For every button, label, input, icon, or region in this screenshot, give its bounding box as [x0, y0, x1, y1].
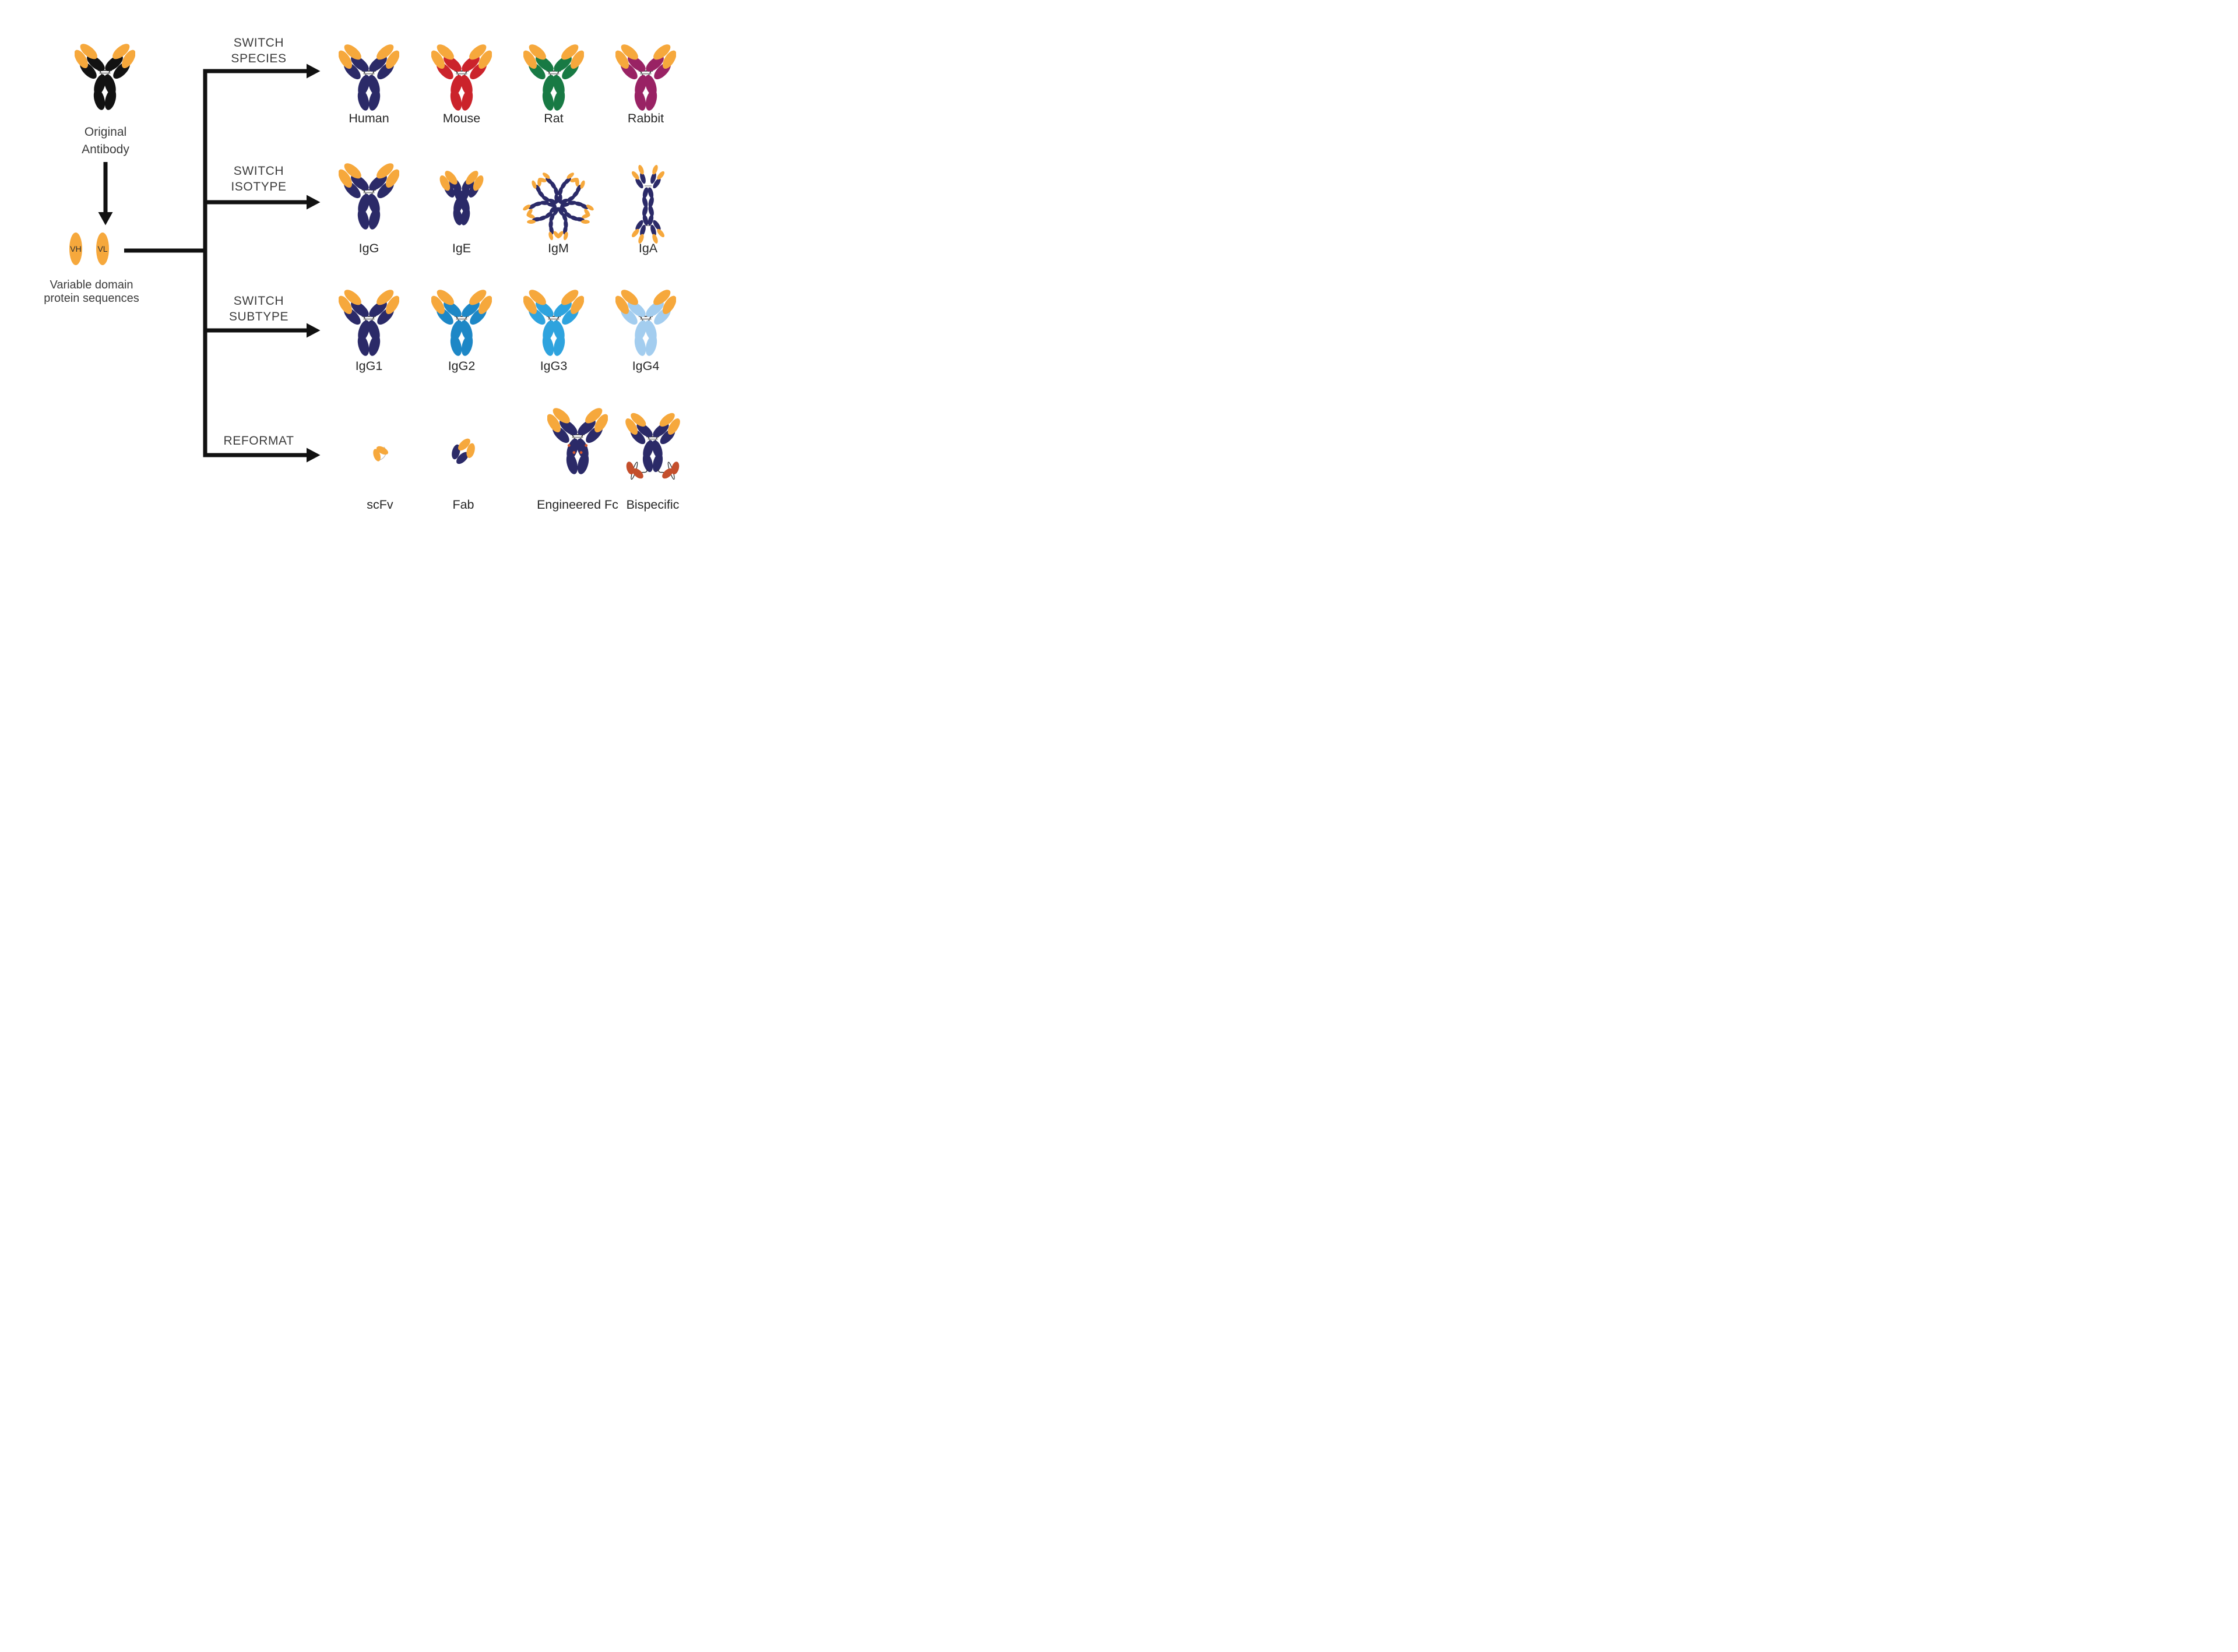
branch-label-line: SWITCH [233, 164, 284, 178]
original-antibody-label-line2: Antibody [82, 143, 129, 156]
label-human: Human [349, 111, 389, 125]
icon-human [339, 42, 399, 112]
vh-domain-oval: VH [69, 233, 82, 265]
icon-iga [631, 164, 666, 244]
original-antibody-label-line1: Original [84, 125, 127, 139]
label-fab: Fab [452, 498, 474, 512]
vl-domain-oval: VL [96, 233, 109, 265]
branch-label-reformat: REFORMAT [206, 434, 312, 449]
branch-arrow-subtype [203, 323, 321, 338]
icon-fab [448, 438, 478, 468]
label-engineered-fc: Engineered Fc [537, 498, 618, 512]
variable-domain-caption-line1: Variable domain [50, 279, 133, 291]
branch-label-line: REFORMAT [223, 434, 294, 448]
branch-label-line: SWITCH [233, 294, 284, 308]
original-antibody-label: Original Antibody [47, 124, 164, 158]
label-ige: IgE [452, 241, 471, 255]
icon-igg4 [615, 287, 676, 358]
label-igg2: IgG2 [448, 359, 476, 373]
icon-ige [437, 170, 487, 228]
original-antibody-icon [75, 41, 135, 112]
branch-label-line: ISOTYPE [231, 179, 287, 193]
diagram-connectors [98, 64, 321, 463]
vh-label: VH [70, 244, 82, 253]
icon-igg [339, 161, 399, 231]
antibody-engineering-diagram: Original Antibody VH VL Variable domain … [0, 0, 746, 551]
label-igg1: IgG1 [355, 359, 383, 373]
label-igg4: IgG4 [632, 359, 660, 373]
icon-scfv [368, 442, 392, 466]
icon-igg2 [431, 287, 492, 358]
icon-mouse [431, 42, 492, 112]
icon-rat [523, 42, 584, 112]
icon-engineered-fc [547, 406, 608, 476]
branch-label-line: SWITCH [233, 36, 284, 50]
label-iga: IgA [638, 241, 658, 255]
icon-igg1 [339, 287, 399, 358]
label-rat: Rat [544, 111, 564, 125]
icon-bispecific [619, 411, 687, 483]
label-rabbit: Rabbit [627, 111, 664, 125]
branch-label-line: SPECIES [231, 51, 287, 65]
label-mouse: Mouse [442, 111, 481, 125]
variable-domain-caption-line2: protein sequences [44, 292, 139, 305]
branch-arrow-reformat [203, 448, 321, 463]
label-igm: IgM [548, 241, 569, 255]
branch-label-line: SUBTYPE [228, 309, 289, 323]
branch-arrow-species [203, 64, 321, 79]
label-igg: IgG [358, 241, 379, 255]
icon-rabbit [615, 42, 676, 112]
label-bispecific: Bispecific [626, 498, 680, 512]
label-igg3: IgG3 [540, 359, 568, 373]
down-arrow [98, 162, 113, 226]
branch-arrow-isotype [203, 195, 321, 210]
icon-igm [522, 168, 595, 242]
label-scfv: scFv [367, 498, 393, 512]
vl-label: VL [97, 244, 108, 253]
icon-igg3 [523, 287, 584, 358]
variable-domain-caption: Variable domain protein sequences [16, 279, 167, 305]
